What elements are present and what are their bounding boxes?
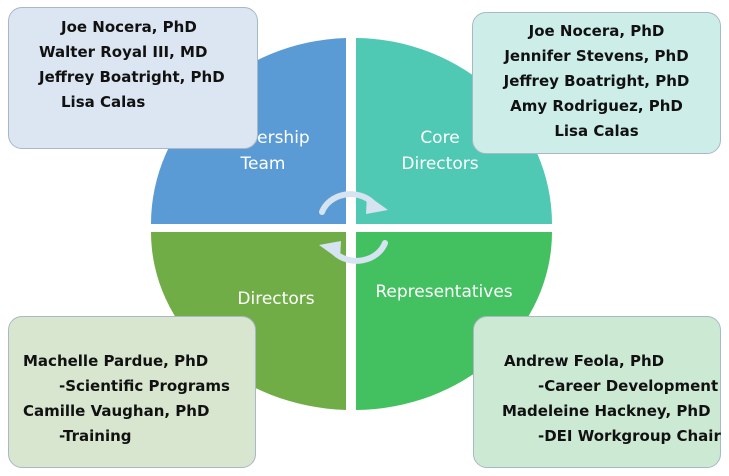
director-role: -Training — [59, 427, 132, 445]
representative-role: -Career Development — [538, 377, 719, 395]
director-name: Camille Vaughan, PhD — [23, 402, 210, 420]
leadership-team-members-box: Joe Nocera, PhD Walter Royal III, MD Jef… — [8, 7, 258, 149]
directors-label: Directors — [237, 289, 314, 309]
representatives-members-box: Andrew Feola, PhD -Career Development Ma… — [473, 316, 721, 468]
core-director-member: Lisa Calas — [554, 122, 639, 140]
core-director-member: Amy Rodriguez, PhD — [510, 97, 683, 115]
director-role: -Scientific Programs — [59, 377, 230, 395]
core-director-member: Jeffrey Boatright, PhD — [503, 72, 690, 90]
cycle-arrowheads-icon — [319, 195, 388, 260]
core-directors-label-line2: Directors — [401, 154, 478, 174]
representative-name: Andrew Feola, PhD — [504, 352, 665, 370]
core-directors-members-box: Joe Nocera, PhD Jennifer Stevens, PhD Je… — [472, 12, 721, 154]
leadership-member: Lisa Calas — [61, 93, 146, 111]
director-name: Machelle Pardue, PhD — [23, 352, 209, 370]
representatives-label: Representatives — [375, 282, 512, 302]
core-director-member: Jennifer Stevens, PhD — [504, 47, 689, 65]
core-director-member: Joe Nocera, PhD — [528, 22, 665, 40]
quadrant-core-directors — [356, 38, 552, 224]
leadership-member: Joe Nocera, PhD — [61, 18, 197, 36]
leadership-team-label-line2: Team — [240, 154, 286, 174]
leadership-member: Jeffrey Boatright, PhD — [39, 68, 225, 86]
quadrant-representatives — [356, 232, 552, 410]
directors-members-box: Machelle Pardue, PhD -Scientific Program… — [8, 316, 256, 468]
representative-role: -DEI Workgroup Chair — [538, 427, 721, 445]
representative-name: Madeleine Hackney, PhD — [502, 402, 711, 420]
leadership-member: Walter Royal III, MD — [39, 43, 208, 61]
core-directors-label-line1: Core — [420, 128, 459, 148]
